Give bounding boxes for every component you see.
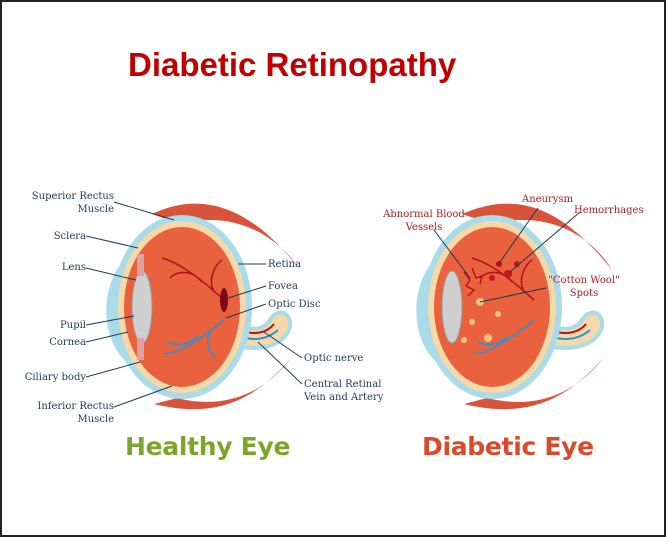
label-cotton-wool-spots: "Cotton Wool" Spots: [548, 275, 620, 299]
diabetic-eye: [416, 203, 612, 410]
label-pupil: Pupil: [60, 320, 86, 331]
retina-diabetic: [434, 227, 550, 387]
label-lens: Lens: [61, 262, 86, 273]
label-retina: Retina: [268, 259, 302, 270]
retina: [124, 227, 240, 387]
label-hemorrhages: Hemorrhages: [574, 205, 644, 216]
inferior-rectus-muscle-diabetic: [464, 357, 604, 410]
abnormal-blood-vessels: [463, 267, 483, 297]
label-fovea: Fovea: [268, 281, 298, 292]
label-abnormal-blood-vessels: Abnormal Blood Vessels: [383, 209, 465, 233]
lens: [131, 270, 153, 344]
label-optic-nerve: Optic nerve: [304, 353, 364, 364]
healthy-eye: [106, 203, 300, 410]
label-sclera: Sclera: [53, 231, 86, 242]
label-ciliary-body: Ciliary body: [24, 372, 86, 383]
aneurysm: [496, 261, 502, 267]
label-cornea: Cornea: [49, 337, 86, 348]
caption-healthy-eye: Healthy Eye: [125, 432, 291, 461]
label-optic-disc: Optic Disc: [268, 299, 321, 310]
caption-diabetic-eye: Diabetic Eye: [422, 432, 594, 461]
page-title: Diabetic Retinopathy: [128, 46, 457, 83]
fovea: [220, 288, 228, 312]
label-aneurysm: Aneurysm: [522, 194, 574, 205]
label-superior-rectus: Superior Rectus Muscle: [31, 191, 114, 215]
label-central-retinal: Central Retinal Vein and Artery: [304, 379, 384, 403]
inferior-rectus-muscle: [154, 357, 292, 410]
label-inferior-rectus: Inferior Rectus Muscle: [37, 401, 114, 425]
